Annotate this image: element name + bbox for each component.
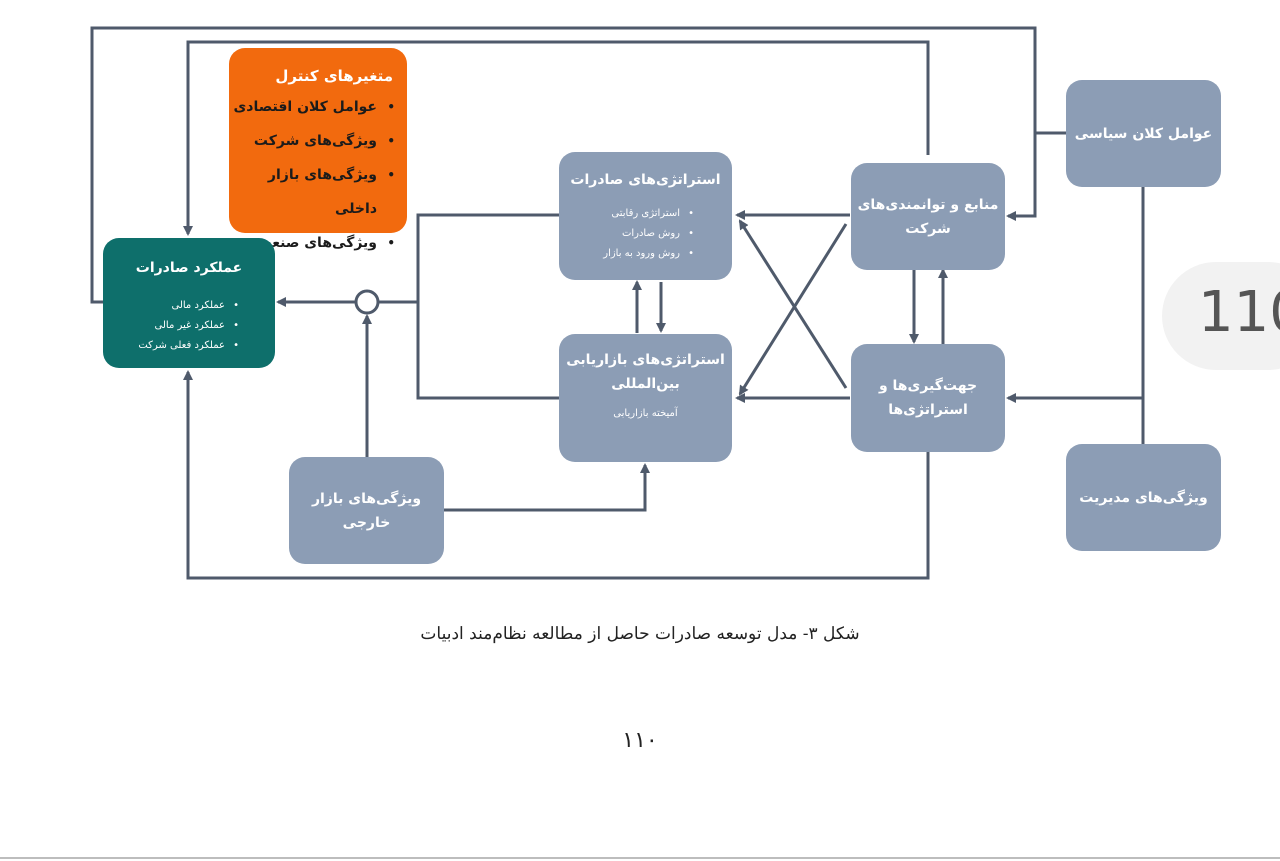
cross-resources-marketing: [738, 223, 848, 396]
cross-orientations-export: [738, 219, 848, 389]
foreign-market-title: ویژگی‌های بازار خارجی: [311, 490, 422, 531]
intl-marketing-title-2: بین‌المللی: [611, 376, 680, 392]
macro-political-box: عوامل کلان سیاسی: [1066, 80, 1221, 187]
figure-caption: شکل ۳- مدل توسعه صادرات حاصل از مطالعه ن…: [420, 624, 860, 644]
management-title: ویژگی‌های مدیریت: [1079, 489, 1208, 506]
orientations-title-1: جهت‌گیری‌ها و: [878, 378, 978, 394]
link-macro-political: [1006, 131, 1068, 221]
export-performance-title: عملکرد صادرات: [135, 260, 243, 276]
control-item: عوامل کلان اقتصادی: [229, 90, 407, 124]
company-resources-title-2: شرکت: [905, 220, 951, 237]
macro-political-title: عوامل کلان سیاسی: [1074, 125, 1213, 142]
company-resources-title-1: منابع و توانمندی‌های: [857, 196, 999, 213]
loop-macro-to-performance: [90, 26, 1037, 304]
control-item: ویژگی‌های شرکت: [229, 124, 407, 158]
performance-item: عملکرد فعلی شرکت: [103, 336, 241, 356]
intl-marketing-sub: آمیخته بازاریابی: [613, 408, 678, 419]
page-number-badge: 110: [1162, 262, 1280, 370]
intl-marketing-box: استراتژی‌های بازاریابی بین‌المللی آمیخته…: [559, 334, 732, 462]
export-strategies-title: استراتژی‌های صادرات: [570, 172, 721, 188]
control-item: ویژگی‌های صنعت: [229, 226, 407, 260]
orientations-box: جهت‌گیری‌ها و استراتژی‌ها: [851, 344, 1005, 452]
export-strategy-item: روش ورود به بازار: [559, 244, 696, 264]
summing-junction: [354, 289, 380, 315]
performance-item: عملکرد غیر مالی: [103, 316, 241, 336]
bottom-divider: [0, 857, 1280, 859]
export-performance-box: عملکرد صادرات عملکرد مالی عملکرد غیر مال…: [103, 238, 275, 368]
company-resources-box: منابع و توانمندی‌های شرکت: [851, 163, 1005, 270]
control-variables-title: متغیرهای کنترل: [275, 67, 393, 85]
orientations-title-2: استراتژی‌ها: [888, 402, 968, 418]
intl-marketing-title-1: استراتژی‌های بازاریابی: [566, 352, 725, 368]
page-number: ۱۱۰: [622, 728, 658, 753]
export-strategy-item: روش صادرات: [559, 224, 696, 244]
performance-item: عملکرد مالی: [103, 296, 241, 316]
page-number-badge-text: 110: [1198, 280, 1280, 345]
loop-resources-to-performance: [183, 40, 930, 236]
export-strategies-box: استراتژی‌های صادرات استراتژی رقابتی روش …: [559, 152, 732, 280]
control-item: ویژگی‌های بازار داخلی: [229, 158, 407, 226]
foreign-market-box: ویژگی‌های بازار خارجی: [289, 457, 444, 564]
arrow-foreign-marketing: [444, 463, 650, 512]
management-box: ویژگی‌های مدیریت: [1066, 444, 1221, 551]
loop-orientations-performance: [183, 370, 930, 580]
control-variables-box: متغیرهای کنترل عوامل کلان اقتصادی ویژگی‌…: [229, 48, 407, 260]
bracket-strategies: [416, 213, 560, 400]
export-strategy-item: استراتژی رقابتی: [559, 204, 696, 224]
